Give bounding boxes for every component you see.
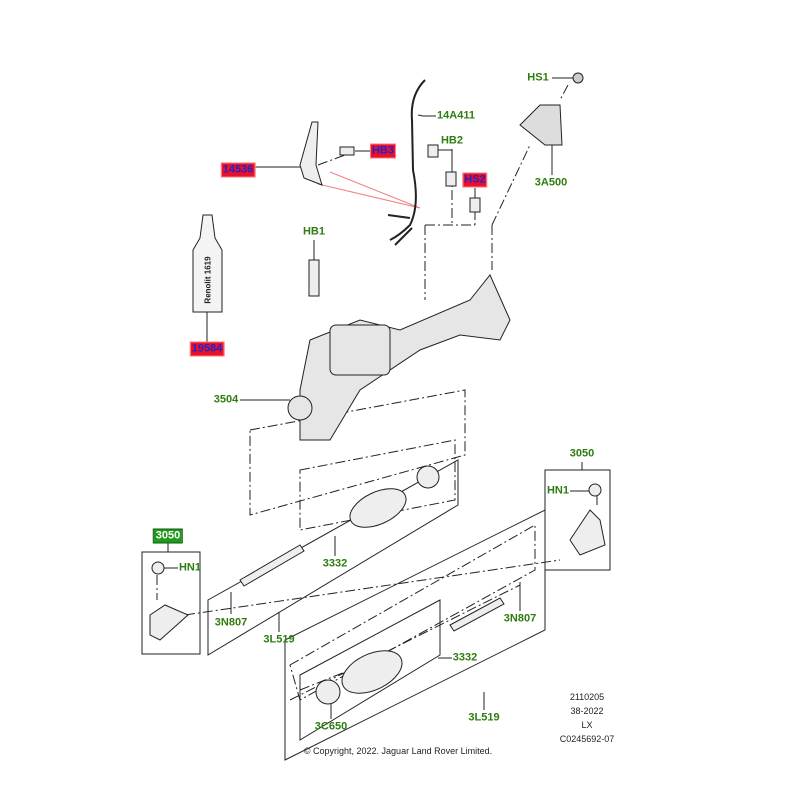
bracket-3a500 (519, 72, 584, 146)
reference-line-4: C0245692-07 (559, 734, 615, 744)
label-14a411[interactable]: 14A411 (437, 109, 475, 122)
tie-rods (149, 465, 606, 705)
sealant-tube-19584 (192, 214, 223, 313)
label-3050-left[interactable]: 3050 (152, 528, 184, 544)
group-boxes (141, 389, 611, 761)
label-3332-lower[interactable]: 3332 (452, 651, 478, 664)
label-hs1[interactable]: HS1 (527, 71, 549, 84)
label-19584[interactable]: 19584 (189, 341, 225, 357)
tube-print-text: Renolit 1619 (203, 256, 213, 304)
bracket-14536 (299, 121, 323, 186)
copyright-notice: © Copyright, 2022. Jaguar Land Rover Lim… (303, 746, 493, 756)
label-hb2[interactable]: HB2 (440, 134, 464, 147)
leader-lines (163, 77, 590, 719)
bolts (308, 144, 481, 297)
label-hs2[interactable]: HS2 (462, 172, 488, 188)
label-14536[interactable]: 14536 (220, 162, 256, 178)
wiring-harness (387, 79, 426, 246)
label-3l519-lower[interactable]: 3L519 (468, 711, 500, 724)
label-3c650[interactable]: 3C650 (314, 720, 348, 733)
label-hn1-right[interactable]: HN1 (546, 484, 570, 497)
steering-gear-3504 (287, 274, 511, 441)
label-3050-right[interactable]: 3050 (569, 447, 595, 460)
label-3n807-right[interactable]: 3N807 (503, 612, 537, 625)
label-3504[interactable]: 3504 (213, 393, 239, 406)
label-3l519-upper[interactable]: 3L519 (263, 633, 295, 646)
label-hn1-left[interactable]: HN1 (178, 561, 202, 574)
label-3332-upper[interactable]: 3332 (322, 557, 348, 570)
reference-line-2: 38-2022 (570, 706, 604, 716)
label-3a500[interactable]: 3A500 (534, 176, 568, 189)
alignment-lines (156, 84, 598, 701)
label-hb3[interactable]: HB3 (369, 143, 397, 159)
reference-line-1: 2110205 (569, 692, 605, 702)
reference-line-3: LX (581, 720, 593, 730)
label-hb1[interactable]: HB1 (302, 225, 326, 238)
label-3n807-left[interactable]: 3N807 (214, 616, 248, 629)
